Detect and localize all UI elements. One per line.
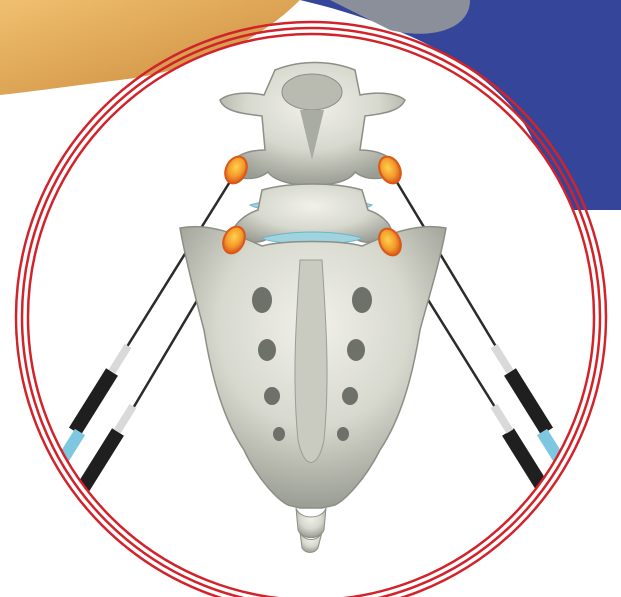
sacral-foramen: [273, 427, 285, 441]
sacral-foramen: [252, 287, 272, 313]
sacral-foramen: [347, 339, 365, 361]
sacral-foramen: [342, 387, 358, 405]
sacral-foramen: [352, 287, 372, 313]
sacral-foramen: [264, 387, 280, 405]
sacral-foramen: [337, 427, 349, 441]
sacral-foramen: [258, 339, 276, 361]
